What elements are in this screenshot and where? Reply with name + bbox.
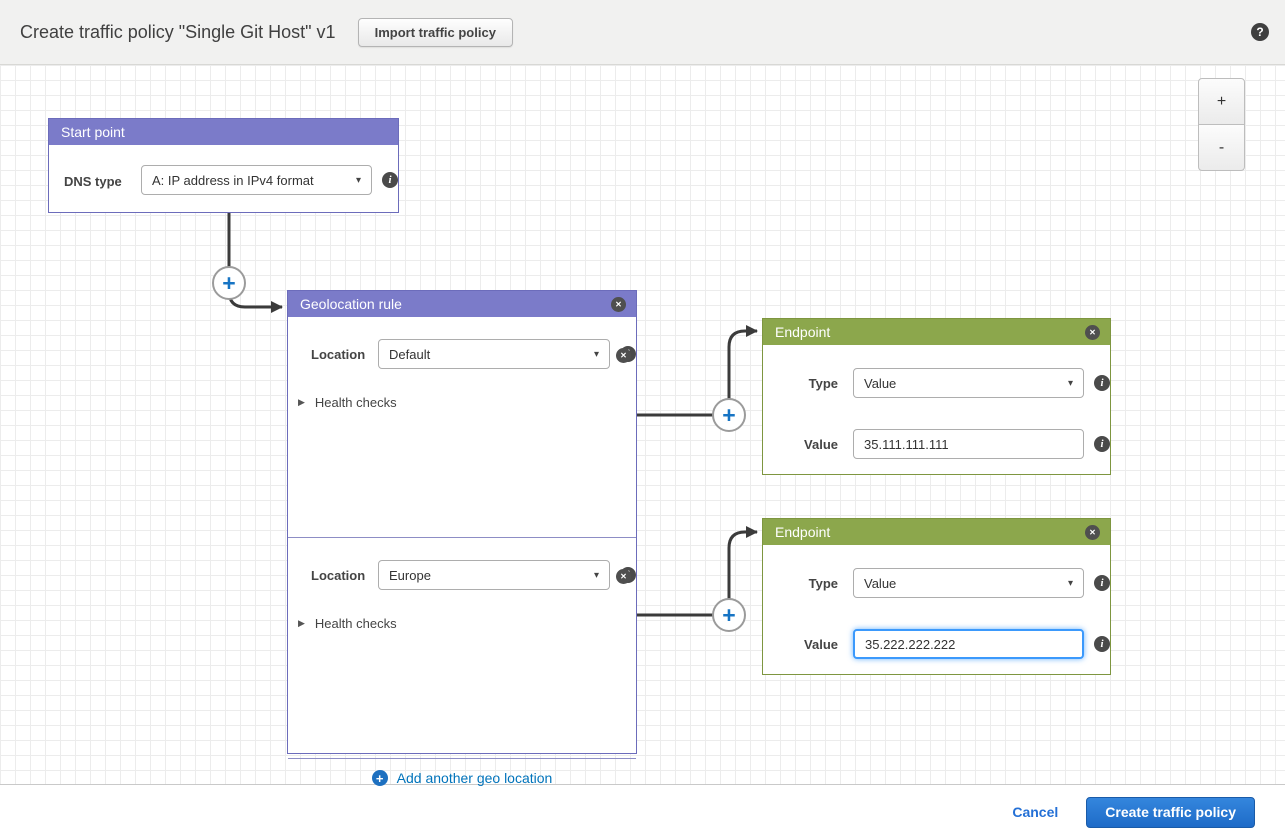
info-icon[interactable]: i xyxy=(1094,636,1110,652)
import-traffic-policy-button[interactable]: Import traffic policy xyxy=(357,17,513,47)
location-label: Location xyxy=(311,346,366,362)
health-checks-label: Health checks xyxy=(314,395,397,410)
endpoint-type-value: Value xyxy=(864,375,897,391)
node-title: Start point xyxy=(61,124,125,140)
add-geo-location-link[interactable]: + Add another geo location xyxy=(288,759,636,797)
health-checks-toggle[interactable]: ▶ Health checks xyxy=(298,616,636,631)
chevron-down-icon: ▾ xyxy=(355,174,361,186)
chevron-down-icon: ▾ xyxy=(1067,377,1073,389)
health-checks-toggle[interactable]: ▶ Health checks xyxy=(298,395,636,410)
close-icon[interactable]: ✕ xyxy=(611,296,626,312)
endpoint-type-value: Value xyxy=(864,575,897,591)
location-dropdown[interactable]: Default ▾ xyxy=(378,339,610,369)
location-value: Default xyxy=(389,346,431,362)
plus-icon: + xyxy=(222,270,235,296)
zoom-in-button[interactable]: + xyxy=(1198,78,1245,125)
page-title: Create traffic policy "Single Git Host" … xyxy=(20,21,336,42)
add-connection-button[interactable]: + xyxy=(712,398,746,432)
dns-type-dropdown[interactable]: A: IP address in IPv4 format ▾ xyxy=(141,165,372,195)
endpoint-type-dropdown[interactable]: Value ▾ xyxy=(853,568,1084,598)
connector-rule-to-endpoint-1 xyxy=(637,325,758,417)
topbar: Create traffic policy "Single Git Host" … xyxy=(0,0,1285,65)
info-icon[interactable]: i xyxy=(1094,375,1110,391)
chevron-down-icon: ▾ xyxy=(1067,577,1073,589)
endpoint-header: Endpoint ✕ xyxy=(763,319,1110,345)
chevron-down-icon: ▾ xyxy=(593,348,599,360)
dns-type-label: DNS type xyxy=(64,173,122,189)
geolocation-rule-header: Geolocation rule ✕ xyxy=(288,291,636,317)
endpoint-node-1: Endpoint ✕ Type Value ▾ i Value i xyxy=(762,318,1111,475)
cancel-button[interactable]: Cancel xyxy=(1012,804,1059,820)
create-traffic-policy-button[interactable]: Create traffic policy xyxy=(1086,796,1255,828)
endpoint-value-input[interactable] xyxy=(853,629,1084,659)
geo-location-section-default: ✕ Location Default ▾ i ▶ Health checks xyxy=(288,339,636,538)
zoom-controls: + - xyxy=(1198,78,1245,171)
add-connection-button[interactable]: + xyxy=(212,266,246,300)
plus-icon: + xyxy=(722,602,735,628)
add-circle-icon: + xyxy=(371,770,388,786)
start-point-header: Start point xyxy=(49,119,398,145)
chevron-right-icon: ▶ xyxy=(298,397,305,407)
location-label: Location xyxy=(311,567,366,583)
dns-type-value: A: IP address in IPv4 format xyxy=(152,172,314,188)
chevron-down-icon: ▾ xyxy=(593,569,599,581)
add-connection-button[interactable]: + xyxy=(712,598,746,632)
node-title: Endpoint xyxy=(775,524,831,540)
diagram-canvas[interactable]: + + + + - Start point DNS type A: IP add… xyxy=(0,65,1285,786)
geolocation-rule-node: Geolocation rule ✕ ✕ Location Default ▾ … xyxy=(287,290,637,786)
page-footer: Cancel Create traffic policy xyxy=(0,786,1285,838)
endpoint-type-dropdown[interactable]: Value ▾ xyxy=(853,368,1084,398)
endpoint-value-label: Value xyxy=(804,636,838,652)
connector-rule-to-endpoint-2 xyxy=(637,526,758,617)
close-icon[interactable]: ✕ xyxy=(616,348,631,363)
endpoint-header: Endpoint ✕ xyxy=(763,519,1110,545)
close-icon[interactable]: ✕ xyxy=(1085,524,1100,540)
endpoint-type-label: Type xyxy=(808,575,838,591)
node-title: Endpoint xyxy=(775,324,831,340)
connector-lines: + + + xyxy=(212,213,758,632)
endpoint-node-2: Endpoint ✕ Type Value ▾ i Value i xyxy=(762,518,1111,675)
endpoint-value-input[interactable] xyxy=(853,429,1084,459)
chevron-right-icon: ▶ xyxy=(298,618,305,628)
close-icon[interactable]: ✕ xyxy=(616,569,631,584)
plus-icon: + xyxy=(722,402,735,428)
endpoint-value-label: Value xyxy=(804,436,838,452)
info-icon[interactable]: i xyxy=(382,172,398,188)
close-icon[interactable]: ✕ xyxy=(1085,324,1100,340)
zoom-out-button[interactable]: - xyxy=(1198,124,1245,171)
location-value: Europe xyxy=(389,567,431,583)
info-icon[interactable]: i xyxy=(1094,436,1110,452)
geo-location-section-europe: ✕ Location Europe ▾ i ▶ Health checks xyxy=(288,560,636,759)
info-icon[interactable]: i xyxy=(1094,575,1110,591)
node-title: Geolocation rule xyxy=(300,296,402,312)
location-dropdown[interactable]: Europe ▾ xyxy=(378,560,610,590)
health-checks-label: Health checks xyxy=(314,616,397,631)
add-geo-location-label: Add another geo location xyxy=(396,770,553,786)
help-icon[interactable]: ? xyxy=(1251,23,1269,41)
endpoint-type-label: Type xyxy=(808,375,838,391)
start-point-node: Start point DNS type A: IP address in IP… xyxy=(48,118,399,213)
